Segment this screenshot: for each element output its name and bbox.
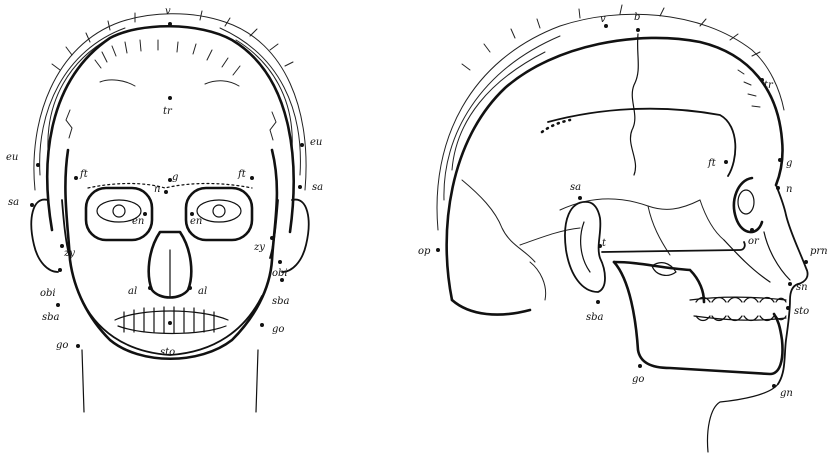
side-landmark-dot-sba xyxy=(596,300,600,304)
front-label-eu-right: eu xyxy=(310,137,322,148)
side-landmark-dot-n xyxy=(776,186,780,190)
side-teeth xyxy=(652,263,786,321)
front-label-al-right: al xyxy=(198,286,207,297)
side-label-sba: sba xyxy=(586,312,604,323)
front-label-en-right: en xyxy=(190,216,202,227)
side-label-b: b xyxy=(634,12,640,23)
side-landmark-dot-sn xyxy=(788,282,792,286)
side-label-op: op xyxy=(418,246,431,257)
front-label-tr: tr xyxy=(163,106,173,117)
front-left-iris xyxy=(113,205,125,217)
front-landmark-dot-tr xyxy=(168,96,172,100)
front-landmark-dot-eu-left xyxy=(36,163,40,167)
front-label-zy-left: zy xyxy=(63,248,75,259)
side-neck-outline xyxy=(708,384,779,452)
front-label-al-left: al xyxy=(128,286,137,297)
front-label-ft-right: ft xyxy=(237,169,247,180)
side-landmark-dot-g xyxy=(778,158,782,162)
front-label-go-right: go xyxy=(272,324,284,335)
side-landmark-dot-ft xyxy=(724,160,728,164)
front-right-eye xyxy=(197,200,241,222)
side-eye xyxy=(738,190,754,214)
front-landmark-dot-obi-right xyxy=(278,260,282,264)
side-squamous-suture xyxy=(560,199,700,210)
front-landmark-dot-obi-left xyxy=(58,268,62,272)
side-label-sn: sn xyxy=(796,282,808,293)
front-landmark-dot-sa-right xyxy=(298,185,302,189)
front-landmark-dot-sba-right xyxy=(280,278,284,282)
side-zygomatic-arch xyxy=(602,242,745,252)
front-label-go-left: go xyxy=(56,340,68,351)
front-landmark-dot-ft-left xyxy=(74,176,78,180)
front-label-sa-left: sa xyxy=(8,197,19,208)
side-hair-outline xyxy=(437,5,784,230)
front-label-sto: sto xyxy=(160,347,175,358)
front-label-en-left: en xyxy=(132,216,144,227)
front-landmark-dot-sa-left xyxy=(30,203,34,207)
side-landmark-dot-or xyxy=(750,228,754,232)
front-left-ear xyxy=(31,200,58,272)
front-label-zy-right: zy xyxy=(253,242,265,253)
side-label-go: go xyxy=(632,374,644,385)
side-label-sto: sto xyxy=(794,306,809,317)
front-label-sba-right: sba xyxy=(272,296,290,307)
side-label-or: or xyxy=(748,236,760,247)
front-landmark-dot-sto xyxy=(168,321,172,325)
front-landmark-dot-al-right xyxy=(188,286,192,290)
front-label-ft-left: ft xyxy=(79,169,89,180)
side-landmark-dot-sa xyxy=(578,196,582,200)
front-landmark-dot-go-left xyxy=(76,344,80,348)
front-teeth xyxy=(115,307,228,334)
front-hairline-strokes xyxy=(66,40,276,140)
side-label-sa: sa xyxy=(570,182,581,193)
side-coronal-suture xyxy=(630,34,638,175)
side-label-gn: gn xyxy=(780,388,793,399)
front-label-v: v xyxy=(165,6,171,17)
side-mandible-ramus xyxy=(614,262,704,302)
side-parietal-dots xyxy=(542,120,570,132)
front-label-obi-left: obi xyxy=(40,288,56,299)
side-landmark-dot-go xyxy=(638,364,642,368)
front-landmark-dot-ft-right xyxy=(250,176,254,180)
side-label-v: v xyxy=(600,14,606,25)
front-landmark-dot-go-right xyxy=(260,323,264,327)
front-left-orbit xyxy=(86,188,152,240)
front-hair-outline xyxy=(34,11,306,190)
front-landmark-dot-zy-right xyxy=(270,236,274,240)
side-label-t: t xyxy=(602,238,607,249)
side-landmark-dot-gn xyxy=(772,384,776,388)
side-landmark-dot-b xyxy=(636,28,640,32)
side-landmark-dot-prn xyxy=(804,260,808,264)
side-landmark-dot-op xyxy=(436,248,440,252)
side-occipital-outline xyxy=(452,300,530,315)
front-landmark-dot-eu-right xyxy=(300,143,304,147)
front-landmark-dot-n xyxy=(164,190,168,194)
front-right-ear xyxy=(282,200,309,272)
front-landmark-dot-sba-left xyxy=(56,303,60,307)
front-label-sba-left: sba xyxy=(42,312,60,323)
front-landmark-dot-v xyxy=(168,22,172,26)
front-right-iris xyxy=(213,205,225,217)
front-right-orbit xyxy=(186,188,252,240)
front-label-obi-right: obi xyxy=(272,268,288,279)
side-landmarks: v b tr g n ft sa op t or prn sn xyxy=(418,12,828,399)
front-landmark-dot-al-left xyxy=(148,286,152,290)
side-label-tr: tr xyxy=(764,80,774,91)
side-label-ft: ft xyxy=(707,158,717,169)
side-label-n: n xyxy=(786,184,792,195)
front-view-head: v tr eu eu ft ft g n sa sa en en xyxy=(6,6,323,412)
front-label-sa-right: sa xyxy=(312,182,323,193)
side-landmark-dot-sto xyxy=(786,306,790,310)
side-label-g: g xyxy=(786,158,792,169)
side-view-head: v b tr g n ft sa op t or prn sn xyxy=(418,5,828,452)
side-label-prn: prn xyxy=(810,246,828,257)
front-label-eu-left: eu xyxy=(6,152,18,163)
front-label-g: g xyxy=(172,172,178,183)
front-label-n: n xyxy=(154,184,160,195)
